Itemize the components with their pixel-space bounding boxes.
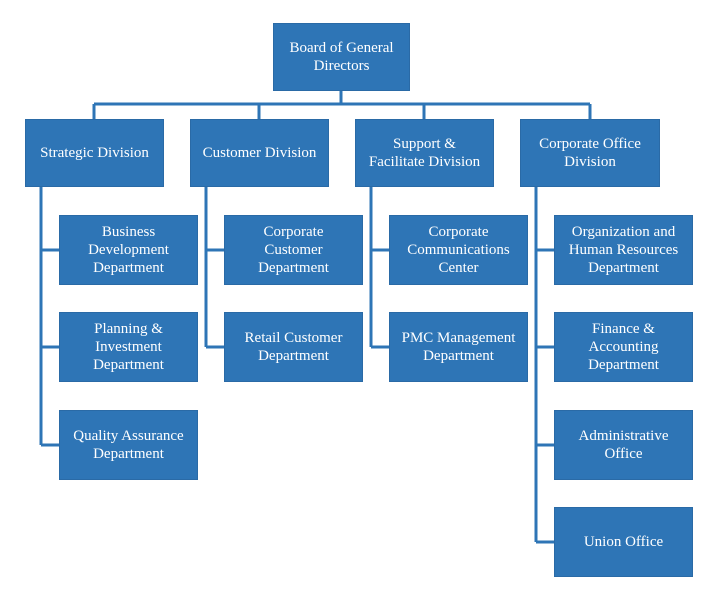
department-quality-assurance-box: Quality Assurance Department bbox=[59, 410, 198, 480]
division-support-box: Support & Facilitate Division bbox=[355, 119, 494, 187]
department-organization-hr-box: Organization and Human Resources Departm… bbox=[554, 215, 693, 285]
department-retail-customer-box: Retail Customer Department bbox=[224, 312, 363, 382]
department-finance-accounting-box: Finance & Accounting Department bbox=[554, 312, 693, 382]
department-union-office-box: Union Office bbox=[554, 507, 693, 577]
root-board-box: Board of General Directors bbox=[273, 23, 410, 91]
division-customer-box: Customer Division bbox=[190, 119, 329, 187]
department-planning-investment-box: Planning & Investment Department bbox=[59, 312, 198, 382]
division-corporate-office-box: Corporate Office Division bbox=[520, 119, 660, 187]
department-corporate-communications-box: Corporate Communications Center bbox=[389, 215, 528, 285]
department-corporate-customer-box: Corporate Customer Department bbox=[224, 215, 363, 285]
department-business-development-box: Business Development Department bbox=[59, 215, 198, 285]
division-strategic-box: Strategic Division bbox=[25, 119, 164, 187]
department-pmc-management-box: PMC Management Department bbox=[389, 312, 528, 382]
department-administrative-office-box: Administrative Office bbox=[554, 410, 693, 480]
